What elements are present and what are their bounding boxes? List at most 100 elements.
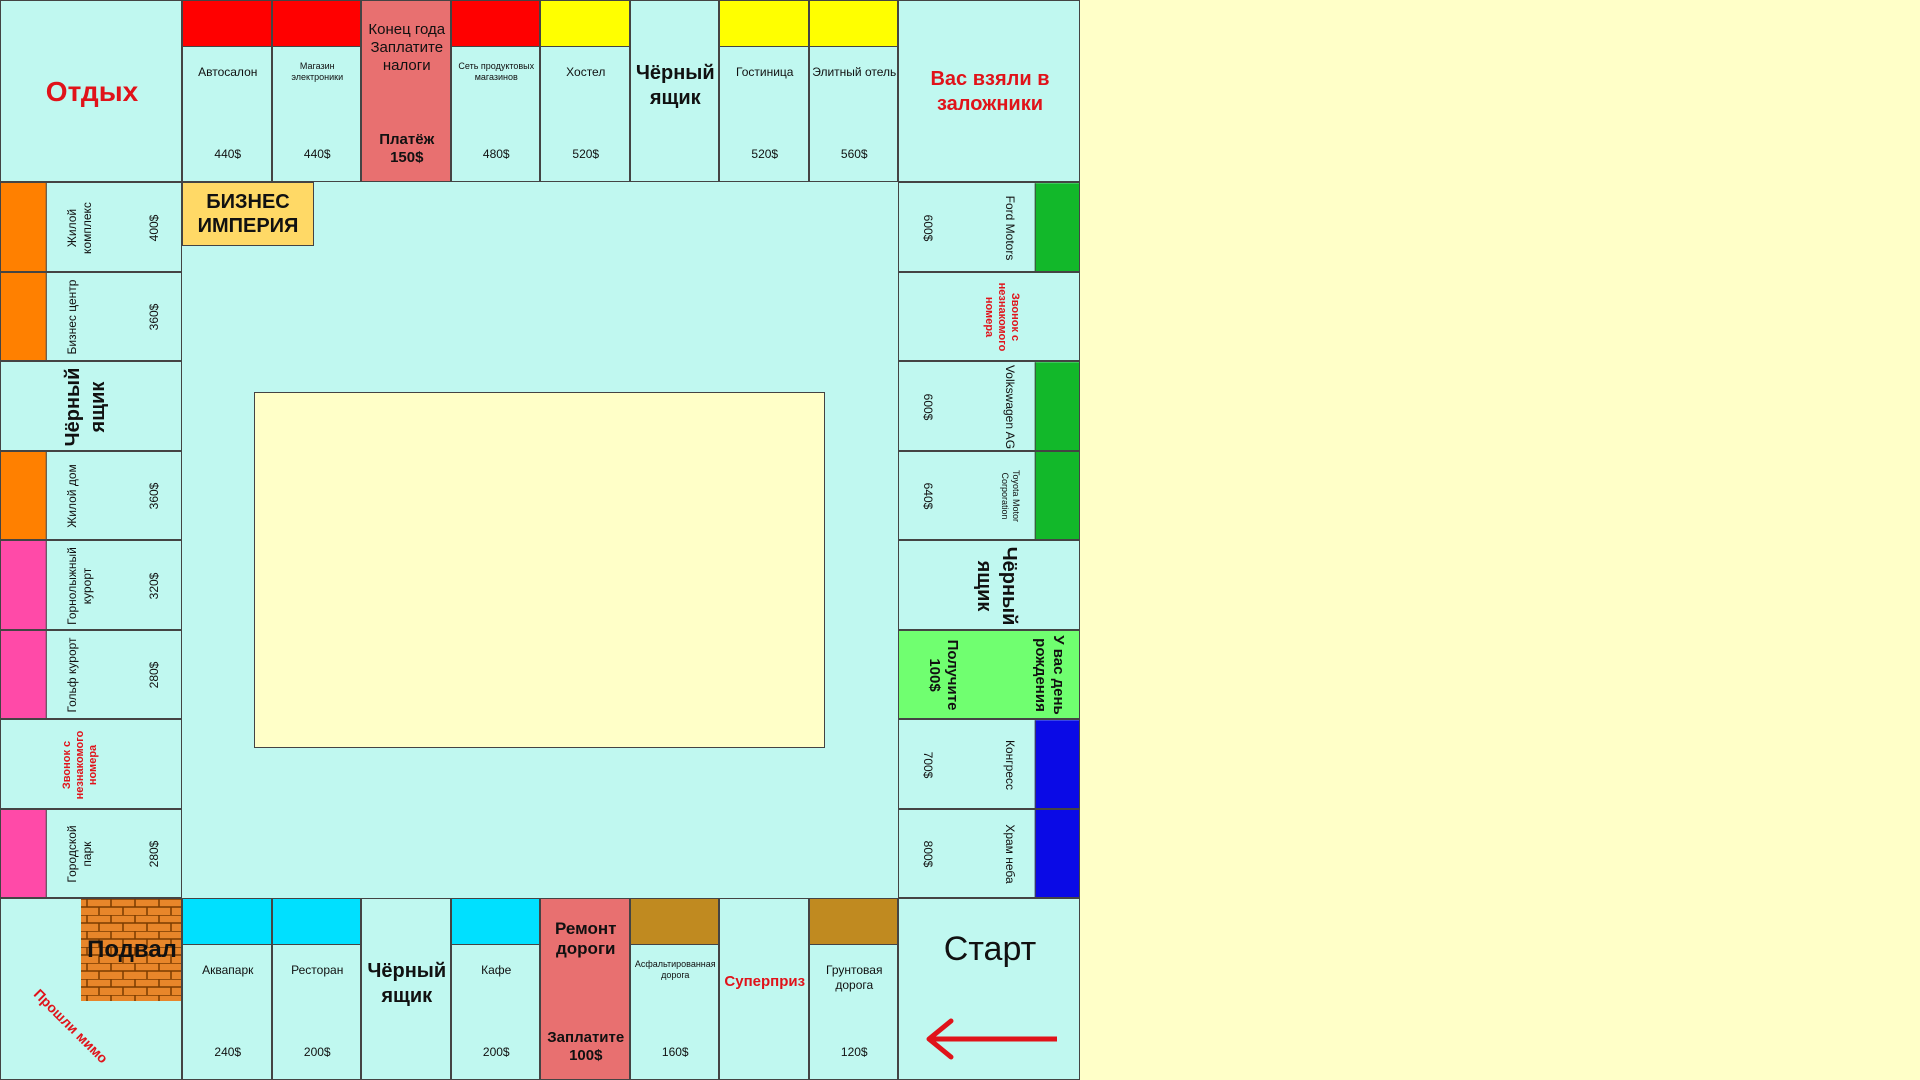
- property-price: 280$: [147, 840, 161, 868]
- corner-rest[interactable]: Отдых: [0, 0, 182, 182]
- center-area: [254, 392, 825, 748]
- black-box-label: Чёрный ящик: [635, 62, 715, 109]
- property-price: 440$: [214, 147, 242, 161]
- property-price: 700$: [921, 751, 935, 779]
- property-name: Грунтовая дорога: [826, 963, 883, 992]
- corner-hostage[interactable]: Вас взяли в заложники: [898, 0, 1080, 182]
- color-bar: [451, 1, 540, 47]
- property-name: Асфальтированная дорога: [634, 959, 716, 981]
- right-tile-7-content: Конгресс 700$: [899, 720, 1079, 808]
- bottom-tile-7[interactable]: Суперприз: [719, 898, 809, 1080]
- tax-title: Конец года Заплатите налоги: [368, 21, 446, 74]
- corner-basement[interactable]: Подвал Прошли мимо: [0, 898, 182, 1080]
- color-bar: [183, 1, 271, 47]
- color-bar: [1, 541, 47, 629]
- bottom-tile-1-content: Аквапарк 240$: [183, 899, 271, 1079]
- property-price: 640$: [921, 482, 935, 510]
- property-name: Горнолыжный курорт: [65, 546, 94, 625]
- birthday-title: У вас день рождения: [1032, 635, 1067, 716]
- color-bar: [451, 899, 540, 945]
- property-name: Жилой дом: [65, 464, 79, 529]
- right-tile-2-content: Звонок с незнакомого номера: [899, 273, 1079, 361]
- property-name: Городской парк: [65, 825, 94, 883]
- property-name: Жилой комплекс: [65, 201, 94, 254]
- color-bar: [183, 899, 271, 945]
- color-bar: [1, 183, 47, 271]
- bottom-tile-3[interactable]: Чёрный ящик: [361, 898, 451, 1080]
- black-box-label: Чёрный ящик: [367, 960, 447, 1007]
- right-tile-5[interactable]: Чёрный ящик: [898, 540, 1080, 630]
- corner-start[interactable]: Старт: [898, 898, 1080, 1080]
- color-bar: [1, 630, 47, 719]
- property-price: 560$: [840, 147, 868, 161]
- color-bar: [541, 1, 629, 47]
- brick-wall-icon: [81, 899, 181, 1001]
- property-price: 200$: [482, 1045, 510, 1059]
- bottom-tile-3-content: Чёрный ящик: [362, 899, 450, 1079]
- property-price: 800$: [921, 840, 935, 868]
- left-tile-3[interactable]: Чёрный ящик: [0, 361, 182, 451]
- color-bar: [720, 1, 808, 47]
- bottom-tile-1[interactable]: Аквапарк 240$: [182, 898, 272, 1080]
- property-name: Храм неба: [1003, 824, 1017, 884]
- property-name: Аквапарк: [202, 963, 254, 977]
- property-name: Ресторан: [291, 963, 344, 977]
- right-tile-5-content: Чёрный ящик: [899, 541, 1079, 629]
- right-tile-7[interactable]: Конгресс 700$: [898, 719, 1080, 809]
- color-bar: [1035, 451, 1079, 540]
- left-tile-8[interactable]: Городской парк 280$: [0, 808, 182, 898]
- super-prize-label: Суперприз: [724, 973, 806, 990]
- left-tile-7[interactable]: Звонок с незнакомого номера: [0, 719, 182, 809]
- property-price: 520$: [572, 147, 600, 161]
- right-tile-8[interactable]: Храм неба 800$: [898, 808, 1080, 898]
- tax-amount: Заплатите 100$: [547, 1029, 625, 1064]
- property-name: Конгресс: [1003, 739, 1017, 790]
- corner-basement-label: Подвал: [87, 936, 177, 963]
- property-name: Ford Motors: [1003, 195, 1017, 261]
- tax-amount: Платёж 150$: [379, 131, 435, 166]
- color-bar: [1035, 720, 1079, 808]
- property-price: 240$: [214, 1045, 242, 1059]
- unknown-call-label: Звонок с незнакомого номера: [61, 730, 100, 800]
- black-box-label: Чёрный ящик: [973, 546, 1020, 626]
- corner-start-label: Старт: [943, 929, 1037, 968]
- right-tile-2[interactable]: Звонок с незнакомого номера: [898, 271, 1080, 361]
- top-tile-6[interactable]: Чёрный ящик: [629, 0, 719, 182]
- color-bar: [1035, 183, 1079, 271]
